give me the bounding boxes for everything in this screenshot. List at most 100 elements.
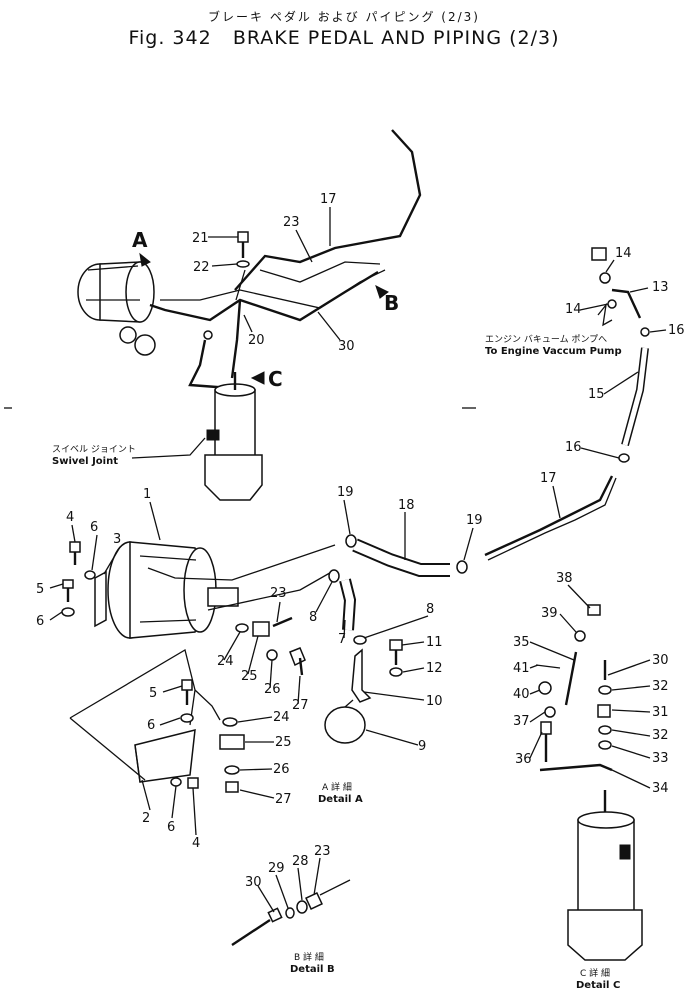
swivel-joint-top [204,372,263,501]
view-arrow-c: C [250,367,283,391]
callout-28: 28 [292,854,309,869]
callout-26: 26 [264,682,281,697]
callout-34: 34 [652,781,669,796]
pump-note-label: To Engine Vaccum Pump [485,346,622,357]
swivel-joint-label: Swivel Joint [52,456,118,467]
callout-38: 38 [556,571,573,586]
detail-c-jp: C 詳 細 [580,967,610,979]
swivel-joint-detail-c [567,790,643,961]
view-label-a: A [132,228,148,252]
callout-8: 8 [309,610,317,625]
callout-25: 25 [275,735,292,750]
callout-1: 1 [143,487,151,502]
callout-4: 4 [192,836,200,851]
detail-b-jp: B 詳 細 [294,951,324,963]
pump-note-jp: エンジン バキューム ポンプへ [485,334,607,345]
callout-20: 20 [248,333,265,348]
top-linkage [188,330,231,390]
callout-24: 24 [217,654,234,669]
bracket-3 [94,570,107,628]
callout-3: 3 [113,532,121,547]
callout-5: 5 [149,686,157,701]
callout-35: 35 [513,635,530,650]
callout-7: 7 [338,632,346,647]
leader-lines [49,207,667,913]
hardware-left [61,541,199,789]
callout-10: 10 [426,694,443,709]
bolt-21 [236,231,250,268]
detail-a-label: Detail A [318,794,363,805]
callout-15: 15 [588,387,605,402]
pipe-17-right [484,475,617,561]
callout-26: 26 [273,762,290,777]
callout-19: 19 [337,485,354,500]
parts-9-12 [324,639,403,744]
detail-b-pipe [231,879,351,947]
view-arrow-b: B [375,285,399,315]
bracket-2 [134,729,196,783]
callout-19: 19 [466,513,483,528]
hose-7 [328,569,367,645]
callout-40: 40 [513,687,530,702]
view-arrow-a: A [132,228,151,267]
figure-caption: BRAKE PEDAL AND PIPING (2/3) [232,27,560,49]
callout-25: 25 [241,669,258,684]
detail-a-parts [194,616,306,793]
callout-30: 30 [245,875,262,890]
callout-17: 17 [540,471,557,486]
callout-13: 13 [652,280,669,295]
callout-2: 2 [142,811,150,826]
callout-23: 23 [270,586,287,601]
callout-14: 14 [615,246,632,261]
figure-number: Fig. 342 [128,27,212,49]
callout-32: 32 [652,679,669,694]
callout-6: 6 [147,718,155,733]
top-booster-assembly [77,261,386,379]
view-label-c: C [268,367,283,391]
callout-37: 37 [513,714,530,729]
top-pipe-17 [234,129,422,291]
callout-39: 39 [541,606,558,621]
callout-27: 27 [292,698,309,713]
callout-17: 17 [320,192,337,207]
swivel-joint-jp: スイベル ジョイント [52,445,136,455]
hose-15 [618,347,649,463]
callout-9: 9 [418,739,426,754]
hose-18 [345,534,468,577]
callout-21: 21 [192,231,209,246]
callout-29: 29 [268,861,285,876]
detail-a-jp: A 詳 細 [322,781,352,793]
detail-b-label: Detail B [290,964,335,975]
callout-12: 12 [426,661,443,676]
callout-numbers: 1 2 3 4 4 5 5 6 6 6 6 7 8 8 9 10 11 12 1… [36,192,685,890]
callout-4: 4 [66,510,74,525]
detail-c-parts [535,604,613,772]
top-pipe-23 [259,261,381,283]
detail-c-label: Detail C [576,980,620,991]
callout-16: 16 [668,323,685,338]
callout-41: 41 [513,661,530,676]
callout-24: 24 [273,710,290,725]
callout-14: 14 [565,302,582,317]
callout-30: 30 [338,339,355,354]
figure-title: Fig. 342 BRAKE PEDAL AND PIPING (2/3) [0,27,688,49]
callout-31: 31 [652,705,669,720]
callout-22: 22 [193,260,210,275]
japanese-title: ブレーキ ペダル および パイピング (2/3) [208,10,480,24]
callout-6: 6 [167,820,175,835]
callout-5: 5 [36,582,44,597]
callout-36: 36 [515,752,532,767]
callout-23: 23 [283,215,300,230]
callout-6: 6 [36,614,44,629]
callout-11: 11 [426,635,443,650]
callout-23: 23 [314,844,331,859]
callout-32: 32 [652,728,669,743]
pump-fitting [591,247,650,337]
callout-18: 18 [398,498,415,513]
callout-8: 8 [426,602,434,617]
callout-30: 30 [652,653,669,668]
callout-33: 33 [652,751,669,766]
booster-1 [107,541,336,639]
callout-6: 6 [90,520,98,535]
